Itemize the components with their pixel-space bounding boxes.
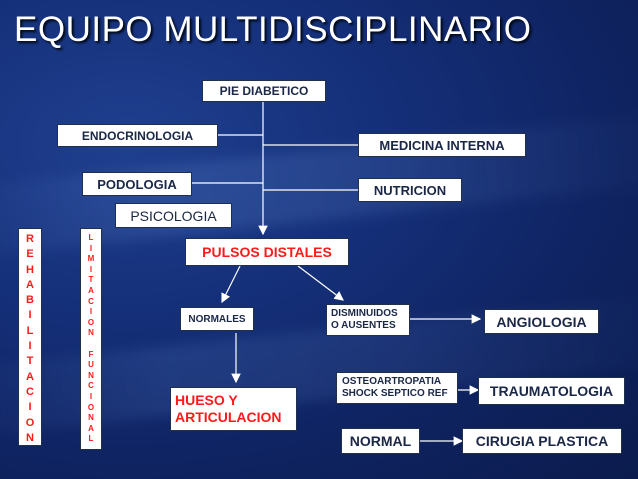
box-normales: NORMALES <box>180 307 254 331</box>
limitacion-letter: L <box>88 434 94 444</box>
limitacion-letter: M <box>87 254 95 264</box>
label-disminuidos-2: O AUSENTES <box>331 320 396 331</box>
box-angiologia: ANGIOLOGIA <box>484 309 599 334</box>
box-medicina-interna: MEDICINA INTERNA <box>358 133 526 157</box>
box-osteoartropatia: OSTEOARTROPATIA SHOCK SEPTICO REF <box>336 372 458 404</box>
rehabilitacion-letter: A <box>26 278 34 291</box>
limitacion-letter <box>81 339 101 350</box>
limitacion-letter: T <box>88 275 94 285</box>
box-psicologia: PSICOLOGIA <box>115 203 232 228</box>
box-nutricion: NUTRICION <box>358 178 462 202</box>
box-endocrinologia: ENDOCRINOLOGIA <box>57 124 218 147</box>
label-hueso-1: HUESO Y <box>175 392 238 408</box>
slide-title: EQUIPO MULTIDISCIPLINARIO <box>14 10 532 49</box>
label-traumatologia: TRAUMATOLOGIA <box>489 383 614 399</box>
box-disminuidos: DISMINUIDOS O AUSENTES <box>326 304 410 336</box>
rehabilitacion-letter: R <box>26 233 34 245</box>
limitacion-letter: C <box>88 381 94 391</box>
label-psicologia: PSICOLOGIA <box>130 207 217 224</box>
label-medicina-interna: MEDICINA INTERNA <box>379 137 505 153</box>
box-pulsos-distales: PULSOS DISTALES <box>185 238 349 266</box>
limitacion-letter: C <box>88 296 94 306</box>
limitacion-letter: L <box>88 233 94 242</box>
limitacion-letter: O <box>87 402 95 412</box>
limitacion-letter: N <box>88 370 94 380</box>
label-osteo-1: OSTEOARTROPATIA <box>342 376 442 387</box>
rehabilitacion-letter: I <box>28 309 32 322</box>
label-cirugia-plastica: CIRUGIA PLASTICA <box>475 433 609 449</box>
rehabilitacion-letter: B <box>26 294 34 307</box>
rehabilitacion-letter: L <box>26 324 34 337</box>
box-pie-diabetico: PIE DIABETICO <box>202 80 326 102</box>
limitacion-letter: I <box>89 391 93 401</box>
rehabilitacion-letter: A <box>26 370 34 383</box>
label-hueso-2: ARTICULACION <box>175 409 282 425</box>
label-disminuidos-1: DISMINUIDOS <box>331 308 398 319</box>
limitacion-letter: N <box>88 413 94 423</box>
box-hueso-articulacion: HUESO Y ARTICULACION <box>170 387 297 431</box>
limitacion-letter: N <box>88 328 94 338</box>
rehabilitacion-letter: N <box>26 431 34 444</box>
limitacion-letter: O <box>87 317 95 327</box>
connector-pulsos-normales <box>221 265 241 304</box>
connector-pulsos-disminuidos <box>297 265 344 301</box>
label-pulsos-distales: PULSOS DISTALES <box>202 244 332 260</box>
label-angiologia: ANGIOLOGIA <box>496 313 587 330</box>
limitacion-letter: I <box>89 264 93 274</box>
limitacion-letter: A <box>88 285 94 295</box>
rehabilitacion-letter: O <box>25 416 35 429</box>
box-normal: NORMAL <box>341 428 420 454</box>
label-normal: NORMAL <box>349 433 412 449</box>
rehabilitacion-letter: I <box>28 401 32 414</box>
rehabilitacion-letter: I <box>28 340 32 353</box>
rehabilitacion-letter: C <box>26 385 34 398</box>
label-nutricion: NUTRICION <box>373 182 447 198</box>
label-normales: NORMALES <box>188 313 246 325</box>
label-pie-diabetico: PIE DIABETICO <box>219 84 309 98</box>
box-cirugia-plastica: CIRUGIA PLASTICA <box>462 428 622 454</box>
limitacion-letter: I <box>89 307 93 317</box>
label-podologia: PODOLOGIA <box>97 176 177 192</box>
label-endocrinologia: ENDOCRINOLOGIA <box>81 128 194 143</box>
box-podologia: PODOLOGIA <box>82 172 192 196</box>
box-traumatologia: TRAUMATOLOGIA <box>478 377 625 405</box>
limitacion-letter: U <box>88 360 94 370</box>
limitacion-letter: A <box>88 423 94 433</box>
label-osteo-2: SHOCK SEPTICO REF <box>342 388 448 399</box>
limitacion-letter: F <box>88 349 94 359</box>
limitacion-letter: I <box>89 243 93 253</box>
rehabilitacion-letter: H <box>26 263 34 276</box>
rehabilitacion-letter: E <box>26 248 34 261</box>
rehabilitacion-letter: T <box>26 355 34 368</box>
